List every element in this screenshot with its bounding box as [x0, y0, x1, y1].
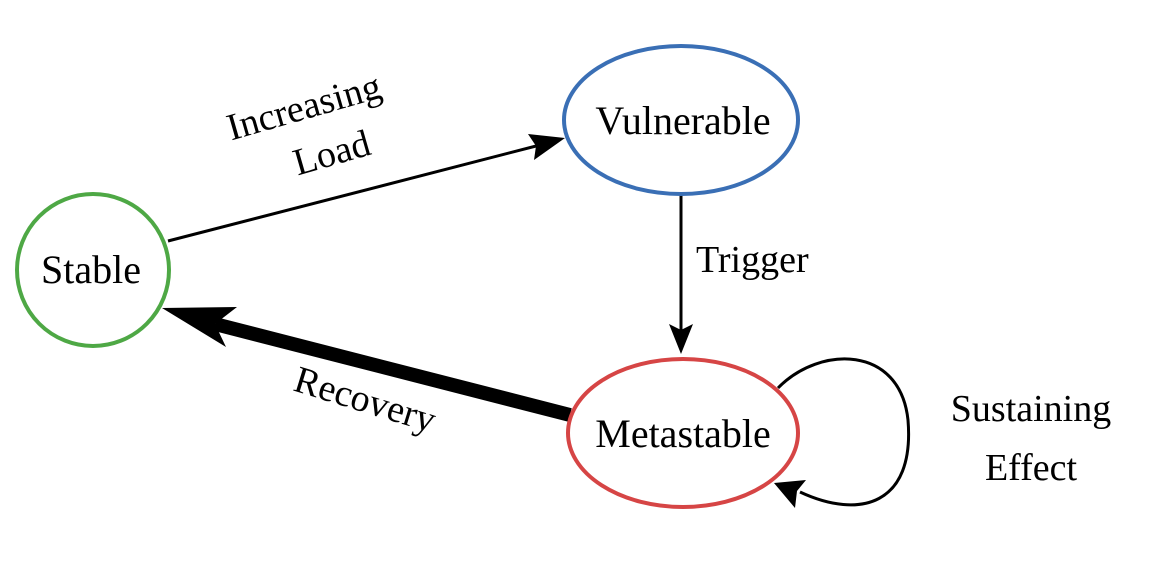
arrowhead-icon: [774, 480, 806, 508]
node-metastable-label: Metastable: [595, 411, 771, 456]
edge-recovery: Recovery: [162, 307, 572, 441]
node-stable-circle: [15, 192, 171, 348]
arrowhead-icon: [669, 324, 693, 354]
node-metastable-ellipse: [566, 357, 800, 509]
edge-increasing-load-line: [167, 143, 541, 243]
edge-label-trigger: Trigger: [696, 239, 809, 281]
node-stable-label: Stable: [41, 247, 141, 292]
node-vulnerable-ellipse: [562, 44, 800, 196]
edge-sustaining-effect: Sustaining Effect: [774, 357, 1111, 508]
edge-trigger: Trigger: [669, 195, 809, 354]
arrowhead-icon: [528, 134, 565, 160]
edge-label-sustaining: Sustaining: [951, 388, 1111, 430]
edge-label-effect: Effect: [985, 447, 1078, 489]
node-stable: Stable: [15, 192, 171, 348]
arrowhead-icon: [162, 307, 237, 347]
node-metastable: Metastable: [566, 357, 800, 509]
edge-recovery-line: [213, 317, 572, 422]
edge-increasing-load: Increasing Load: [167, 65, 565, 243]
edge-label-load: Load: [288, 122, 375, 184]
node-vulnerable-label: Vulnerable: [595, 98, 770, 143]
node-vulnerable: Vulnerable: [562, 44, 800, 196]
edge-sustaining-loop: [776, 357, 911, 507]
